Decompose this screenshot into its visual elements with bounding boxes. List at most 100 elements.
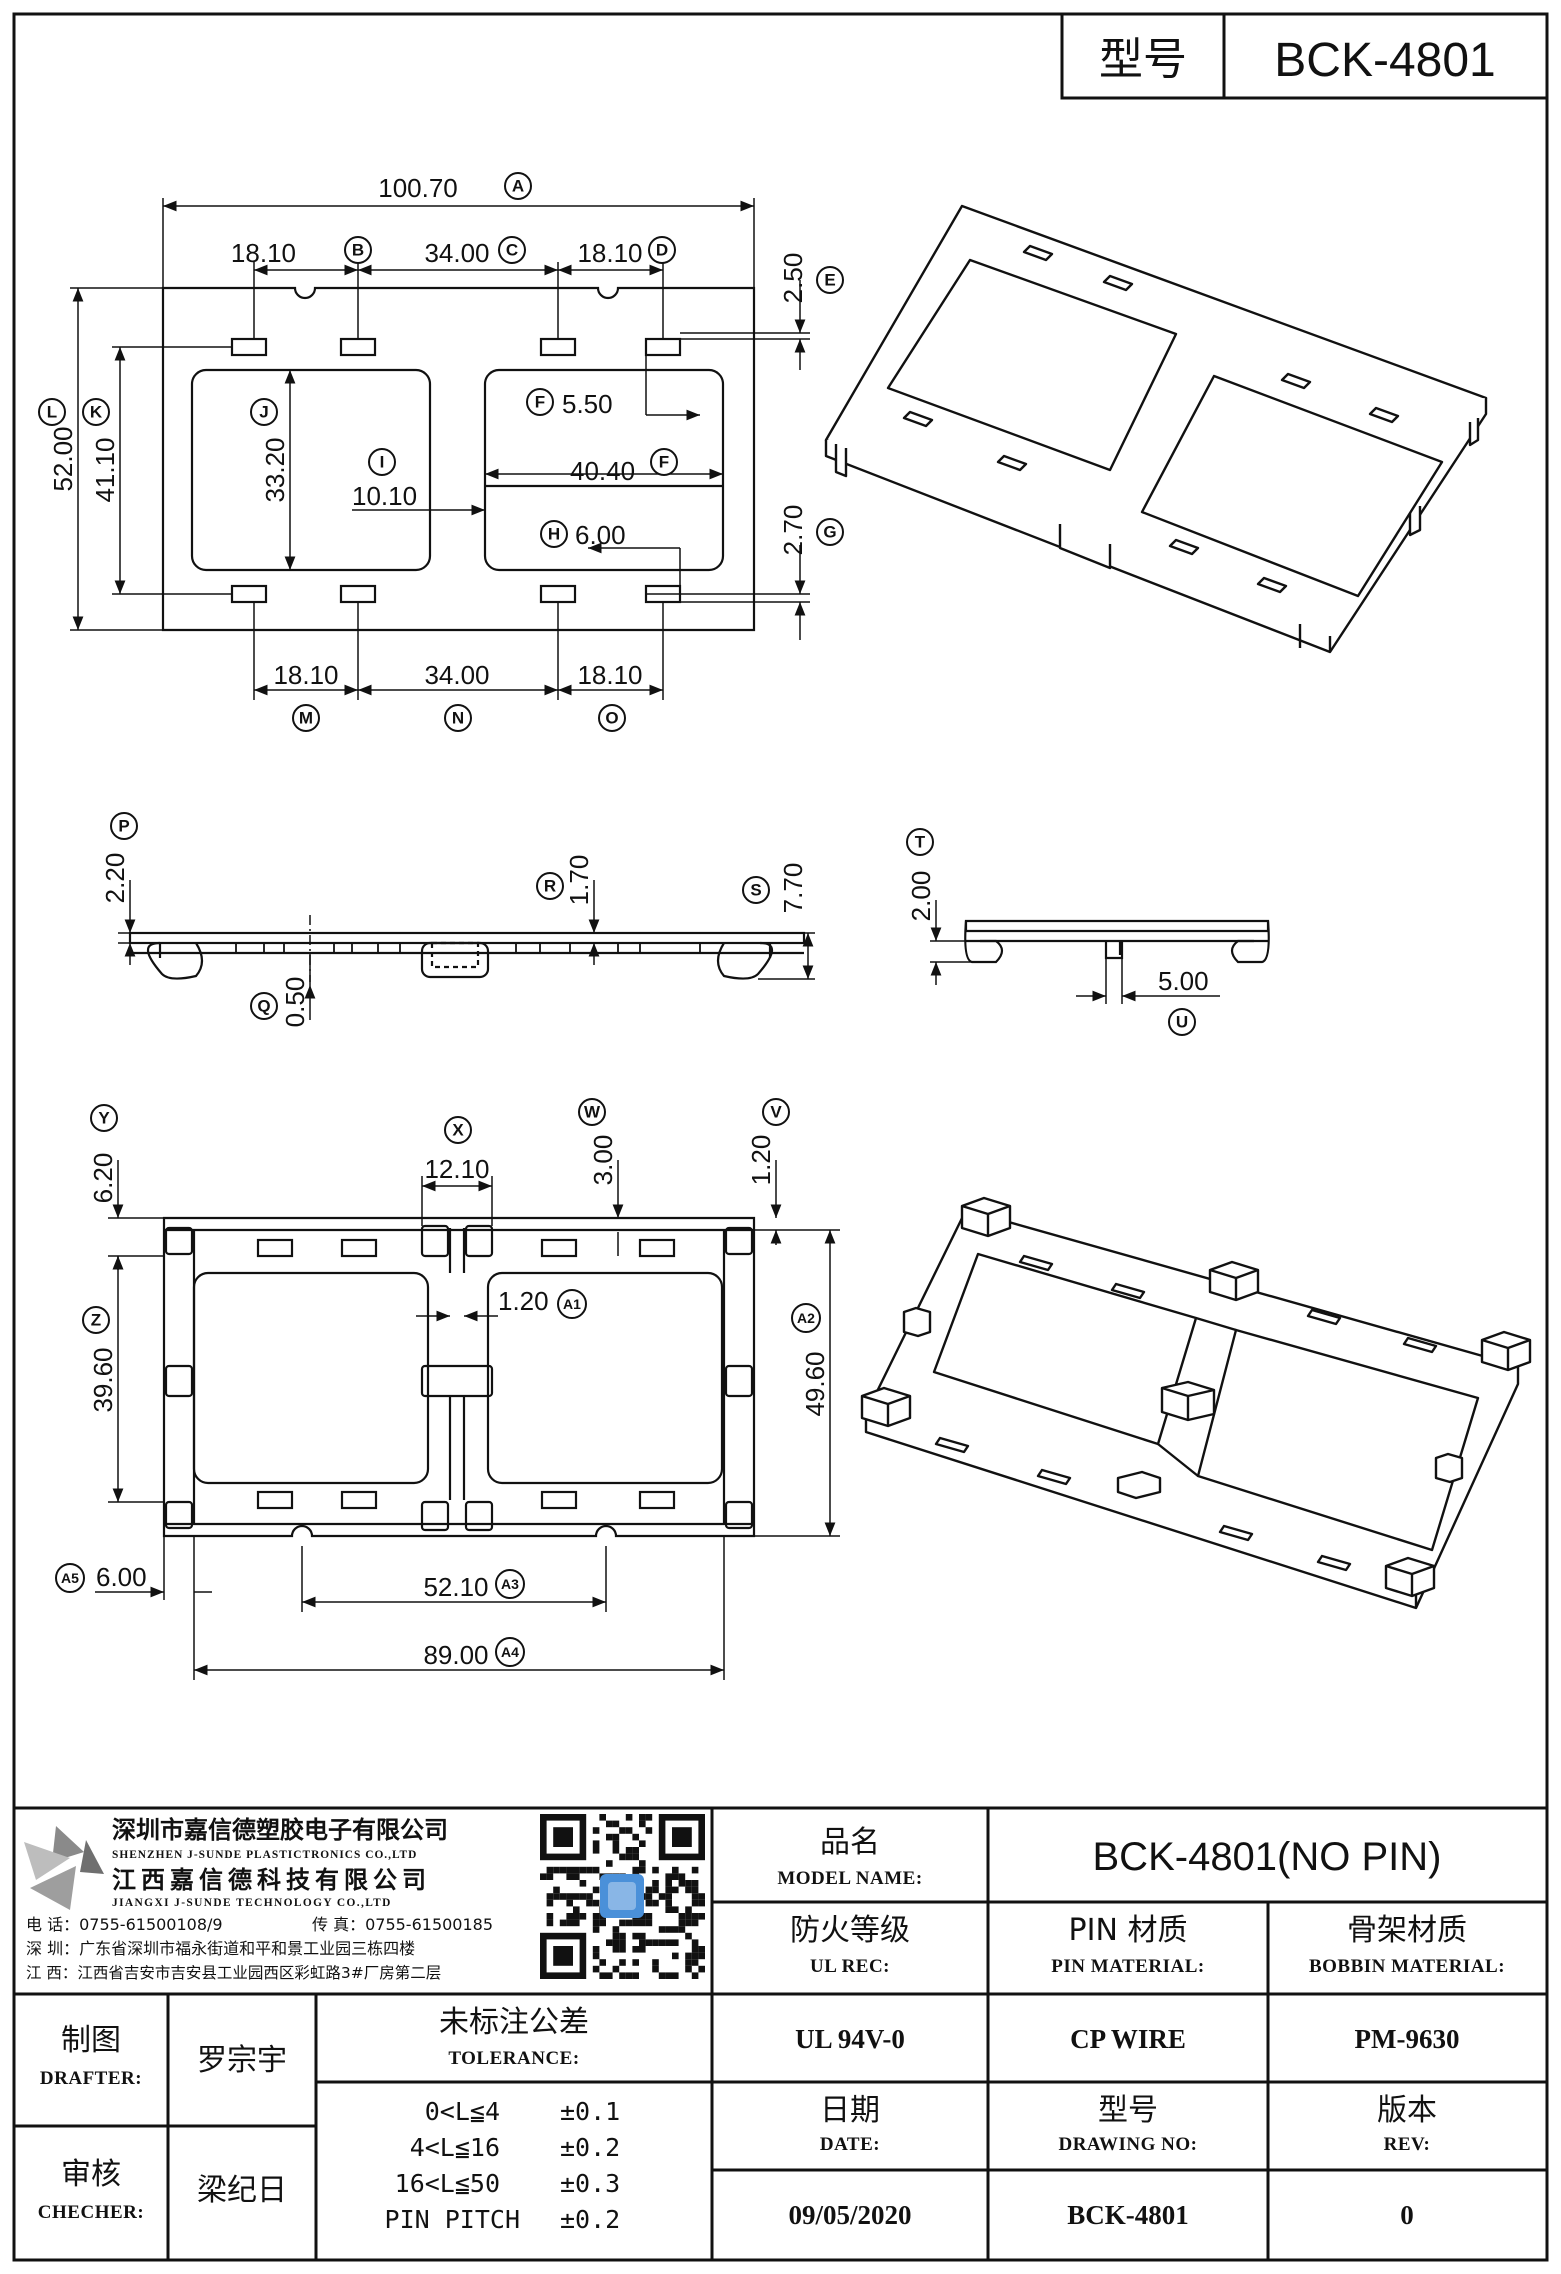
dim-g: 2.70 xyxy=(778,505,808,556)
iso-top-view xyxy=(824,204,1488,654)
callout-m: M xyxy=(292,704,320,732)
svg-text:A3: A3 xyxy=(501,1576,519,1592)
svg-text:Q: Q xyxy=(257,997,270,1016)
callout-r: R xyxy=(536,872,564,900)
callout-a4: A4 xyxy=(495,1637,525,1667)
checker-en: CHECHER: xyxy=(38,2202,144,2223)
dim-z: 39.60 xyxy=(88,1347,118,1412)
header-model-box: 型号 BCK-4801 xyxy=(1060,12,1549,100)
dim-y: 6.20 xyxy=(88,1153,118,1204)
side-view-dimensions xyxy=(118,880,815,1020)
svg-text:B: B xyxy=(352,241,364,260)
dim-e: 2.50 xyxy=(778,253,808,304)
pin-material-en: PIN MATERIAL: xyxy=(1051,1956,1204,1977)
checker-value: 梁纪日 xyxy=(197,2173,287,2208)
title-block-text: 品名 MODEL NAME: BCK-4801(NO PIN) 防火等级 UL … xyxy=(38,1825,1505,2234)
header-model-label: 型号 xyxy=(1099,34,1187,85)
company-name-cn-2: 江西嘉信德科技有限公司 xyxy=(112,1866,431,1894)
dim-r: 1.70 xyxy=(564,855,594,906)
ul-rec-cn: 防火等级 xyxy=(790,1913,910,1948)
svg-text:D: D xyxy=(656,241,668,260)
callout-k: K xyxy=(82,398,110,426)
svg-text:A: A xyxy=(512,177,524,196)
dim-m: 18.10 xyxy=(273,660,338,690)
svg-text:G: G xyxy=(823,523,836,542)
svg-text:W: W xyxy=(584,1103,601,1122)
sheet-border xyxy=(12,12,1549,2262)
drafter-cn: 制图 xyxy=(61,2023,121,2058)
callout-d: D xyxy=(648,236,676,264)
callout-l: L xyxy=(38,398,66,426)
bottom-view xyxy=(162,1216,756,1538)
svg-text:V: V xyxy=(770,1103,782,1122)
tolerance-range-1: 0<L≦4 xyxy=(425,2097,500,2126)
ul-rec-value: UL 94V-0 xyxy=(795,2024,905,2054)
dim-x: 12.10 xyxy=(424,1154,489,1184)
drafter-en: DRAFTER: xyxy=(40,2068,142,2089)
svg-text:A5: A5 xyxy=(61,1570,79,1586)
svg-text:X: X xyxy=(452,1121,464,1140)
company-fax: 传 真：0755-61500185 xyxy=(312,1915,493,1934)
callout-z: Z xyxy=(82,1306,110,1334)
top-view-dim-text: 100.70 18.10 34.00 18.10 18.10 34.00 18.… xyxy=(48,173,808,690)
callout-x: X xyxy=(444,1116,472,1144)
callout-a: A xyxy=(504,172,532,200)
svg-text:U: U xyxy=(1176,1013,1188,1032)
callout-a3: A3 xyxy=(495,1569,525,1599)
company-address-jiangxi: 江 西：江西省吉安市吉安县工业园西区彩虹路3#厂房第二层 xyxy=(26,1964,441,1982)
callout-f2: F xyxy=(650,448,678,476)
svg-text:C: C xyxy=(506,241,518,260)
company-name-en-1: SHENZHEN J-SUNDE PLASTICTRONICS CO.,LTD xyxy=(112,1849,417,1861)
dim-f2: 40.40 xyxy=(570,456,635,486)
tolerance-range-3: 16<L≦50 xyxy=(395,2169,500,2198)
drafter-value: 罗宗宇 xyxy=(197,2043,287,2078)
iso-bottom-view xyxy=(860,1196,1532,1610)
callout-a1: A1 xyxy=(557,1289,587,1319)
rev-en: REV: xyxy=(1384,2134,1431,2155)
dim-n: 34.00 xyxy=(424,660,489,690)
bobbin-material-en: BOBBIN MATERIAL: xyxy=(1309,1956,1505,1977)
bobbin-material-cn: 骨架材质 xyxy=(1347,1913,1467,1948)
bottom-view-dimensions xyxy=(95,1160,840,1680)
dim-j: 33.20 xyxy=(260,437,290,502)
rev-cn: 版本 xyxy=(1377,2093,1437,2128)
callout-a2: A2 xyxy=(791,1303,821,1333)
header-model-value: BCK-4801 xyxy=(1274,34,1495,87)
svg-text:F: F xyxy=(659,453,669,472)
dim-f1: 5.50 xyxy=(562,389,613,419)
end-view xyxy=(964,919,1270,964)
svg-text:F: F xyxy=(535,393,545,412)
svg-text:Y: Y xyxy=(98,1109,110,1128)
callout-b: B xyxy=(344,236,372,264)
dim-c: 34.00 xyxy=(424,238,489,268)
dim-p: 2.20 xyxy=(100,853,130,904)
top-view-dimensions xyxy=(70,198,810,700)
company-phone: 电 话：0755-61500108/9 xyxy=(26,1915,223,1934)
end-view-dim-text: 2.00 5.00 xyxy=(906,871,1209,996)
tolerance-range-4: PIN PITCH xyxy=(385,2205,520,2234)
callout-v: V xyxy=(762,1098,790,1126)
dim-v: 1.20 xyxy=(746,1135,776,1186)
company-name-cn-1: 深圳市嘉信德塑胶电子有限公司 xyxy=(112,1816,448,1844)
svg-text:A1: A1 xyxy=(563,1296,581,1312)
tolerance-value-1: ±0.1 xyxy=(560,2097,620,2126)
svg-text:H: H xyxy=(548,525,560,544)
tolerance-value-4: ±0.2 xyxy=(560,2205,620,2234)
svg-text:A4: A4 xyxy=(501,1644,519,1660)
date-cn: 日期 xyxy=(820,2093,880,2128)
callout-q: Q xyxy=(250,992,278,1020)
bottom-view-dim-text: 6.20 39.60 12.10 3.00 1.20 1.20 49.60 52… xyxy=(88,1135,830,1670)
dim-a3: 52.10 xyxy=(423,1572,488,1602)
svg-text:N: N xyxy=(452,709,464,728)
checker-cn: 审核 xyxy=(61,2157,121,2192)
side-view xyxy=(128,931,806,980)
callout-s: S xyxy=(742,876,770,904)
dim-a5: 6.00 xyxy=(96,1562,147,1592)
tolerance-range-2: 4<L≦16 xyxy=(410,2133,500,2162)
svg-text:O: O xyxy=(605,709,618,728)
svg-text:K: K xyxy=(90,403,103,422)
callout-n: N xyxy=(444,704,472,732)
callout-o: O xyxy=(598,704,626,732)
drawing-no-value: BCK-4801 xyxy=(1067,2200,1189,2230)
dim-q: 0.50 xyxy=(280,977,310,1028)
